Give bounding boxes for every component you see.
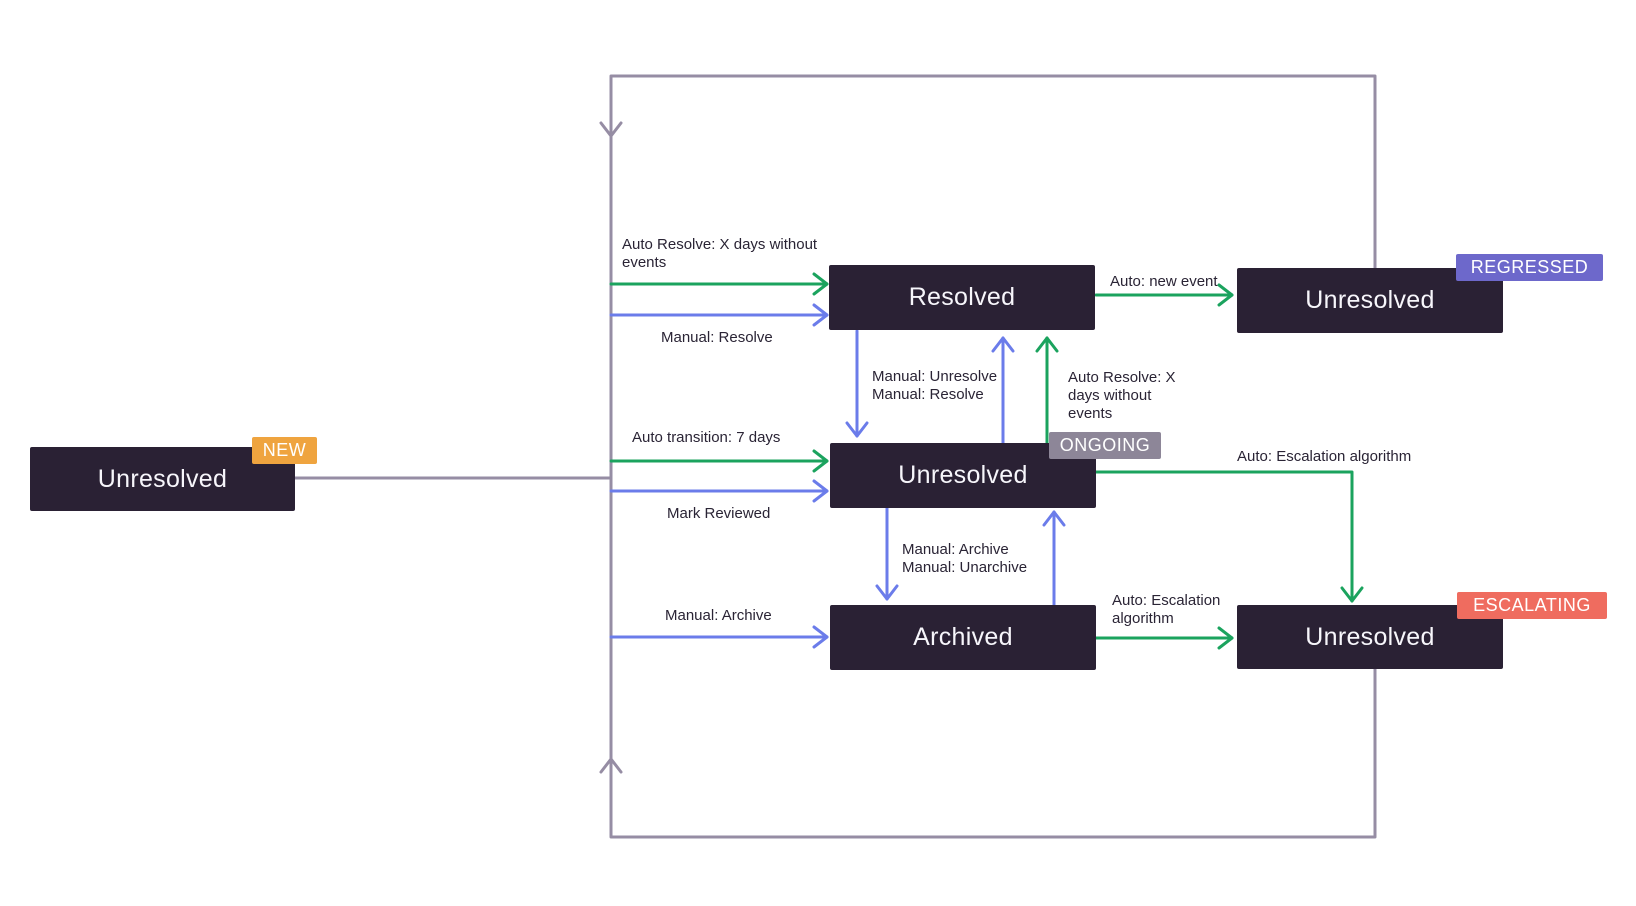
- state-node-escalating: Unresolved ESCALATING: [1237, 592, 1607, 669]
- ongoing-to-resolved-up-blue-arrowhead-icon: [991, 336, 1015, 353]
- archived-to-ongoing-up-arrowhead-icon: [1042, 510, 1066, 527]
- state-node-new: Unresolved NEW: [30, 437, 317, 511]
- state-node-label: Archived: [913, 623, 1013, 651]
- label-auto-transition-7-days: Auto transition: 7 days: [632, 429, 781, 446]
- state-node-label: Unresolved: [898, 461, 1028, 489]
- state-node-label: Unresolved: [1305, 286, 1435, 314]
- status-badge-ongoing: ONGOING: [1049, 432, 1161, 459]
- resolved-to-regressed-arrowhead-icon: [1217, 283, 1234, 307]
- label-auto-escalation-algorithm-bottom: Auto: Escalation algorithm: [1112, 592, 1221, 627]
- state-node-ongoing: Unresolved ONGOING: [830, 432, 1161, 508]
- manual-resolve-to-resolved-arrowhead-icon: [812, 303, 829, 327]
- label-auto-escalation-algorithm-top: Auto: Escalation algorithm: [1237, 448, 1412, 465]
- state-node-regressed: Unresolved REGRESSED: [1237, 254, 1603, 333]
- state-node-label: Unresolved: [97, 464, 228, 493]
- loop-arrowhead-bottom-arrowhead-icon: [599, 757, 623, 774]
- status-badge-new: NEW: [252, 437, 317, 464]
- state-node-archived: Archived: [830, 605, 1096, 670]
- resolved-to-ongoing-down-arrowhead-icon: [845, 421, 869, 438]
- auto-resolve-to-resolved-arrowhead-icon: [812, 272, 829, 296]
- status-badge-regressed: REGRESSED: [1456, 254, 1603, 281]
- ongoing-to-escalating-elbow: [1094, 470, 1354, 603]
- mark-reviewed-to-ongoing-arrowhead-icon: [812, 479, 829, 503]
- manual-archive-to-archived-arrowhead-icon: [812, 625, 829, 649]
- state-node-resolved: Resolved: [829, 265, 1095, 330]
- loop-outline: [609, 74, 1377, 839]
- label-auto-resolve-x-days: Auto Resolve: X days without events: [1068, 369, 1176, 422]
- label-auto-new-event: Auto: new event: [1110, 273, 1218, 290]
- state-node-label: Resolved: [908, 283, 1016, 311]
- label-mark-reviewed: Mark Reviewed: [667, 505, 771, 522]
- auto-transition-to-ongoing-arrowhead-icon: [812, 449, 829, 473]
- status-badge-escalating: ESCALATING: [1457, 592, 1607, 619]
- label-manual-archive: Manual: Archive: [665, 607, 772, 624]
- label-manual-resolve: Manual: Resolve: [661, 329, 773, 346]
- state-node-label: Unresolved: [1305, 622, 1435, 651]
- loop-arrowhead-top-arrowhead-icon: [599, 121, 623, 138]
- ongoing-to-resolved-up-green-arrowhead-icon: [1035, 336, 1059, 353]
- label-manual-archive-unarchive: Manual: Archive Manual: Unarchive: [902, 541, 1028, 576]
- label-auto-resolve-days: Auto Resolve: X days without events: [622, 236, 818, 271]
- archived-to-escalating-arrowhead-icon: [1217, 626, 1234, 650]
- ongoing-to-escalating-elbow-arrowhead-icon: [1340, 586, 1364, 603]
- ongoing-to-archived-down-arrowhead-icon: [875, 584, 899, 601]
- label-manual-unresolve-resolve: Manual: Unresolve Manual: Resolve: [872, 368, 998, 403]
